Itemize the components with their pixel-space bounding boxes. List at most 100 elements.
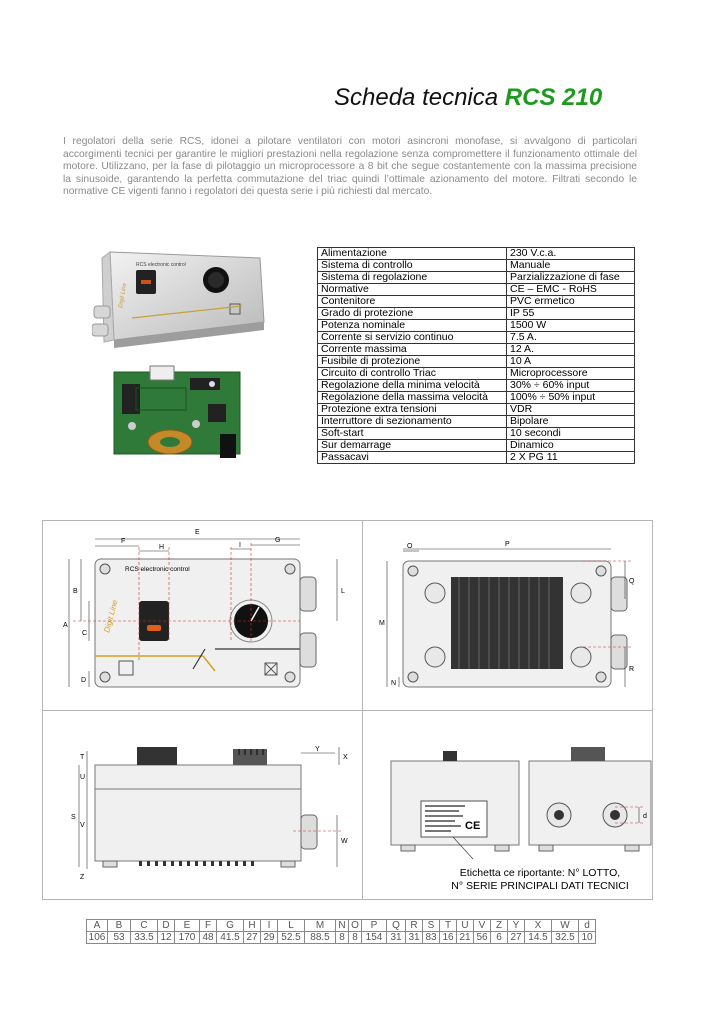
- side-view-drawing: S T U V Z Y X W: [71, 746, 348, 881]
- front-brand-text: RCS electronic control: [125, 566, 190, 573]
- dimension-value-cell: 16: [439, 931, 457, 944]
- spec-label: Regolazione della minima velocità: [317, 379, 507, 392]
- ce-label-note-line2: N° SERIE PRINCIPALI DATI TECNICI: [451, 880, 629, 892]
- spec-label: Grado di protezione: [317, 307, 507, 320]
- spec-value: 2 X PG 11: [506, 451, 635, 464]
- dimension-value-cell: 14.5: [524, 931, 552, 944]
- spec-value: Microprocessore: [506, 367, 635, 380]
- spec-label: Protezione extra tensioni: [317, 403, 507, 416]
- dimension-value-cell: 48: [199, 931, 217, 944]
- dim-d-label: d: [643, 813, 647, 820]
- dim-S-label: S: [71, 814, 76, 821]
- dimension-header-cell: C: [130, 919, 158, 932]
- spec-value: 1500 W: [506, 319, 635, 332]
- dimension-header-cell: Q: [386, 919, 406, 932]
- spec-label: Soft-start: [317, 427, 507, 440]
- dimension-value-cell: 106: [86, 931, 108, 944]
- dimension-value-cell: 6: [490, 931, 508, 944]
- spec-value: 12 A.: [506, 343, 635, 356]
- intro-paragraph: I regolatori della serie RCS, idonei a p…: [63, 136, 637, 198]
- dimension-value-cell: 29: [260, 931, 278, 944]
- dimension-value-cell: 33.5: [130, 931, 158, 944]
- dim-B-label: B: [73, 588, 78, 595]
- dimension-value-cell: 56: [473, 931, 491, 944]
- spec-value: PVC ermetico: [506, 295, 635, 308]
- dimension-header-cell: W: [551, 919, 579, 932]
- dim-Q-label: Q: [629, 578, 635, 585]
- dimension-header-cell: S: [422, 919, 440, 932]
- spec-value: 10 A: [506, 355, 635, 368]
- spec-label: Potenza nominale: [317, 319, 507, 332]
- spec-value: 10 secondi: [506, 427, 635, 440]
- dim-V-label: V: [80, 822, 85, 829]
- spec-value: Dinamico: [506, 439, 635, 452]
- spec-label: Regolazione della massima velocità: [317, 391, 507, 404]
- dimension-header-cell: X: [524, 919, 552, 932]
- dimension-header-cell: N: [335, 919, 349, 932]
- dim-Z-label: Z: [80, 874, 85, 881]
- dim-L-label: L: [341, 588, 345, 595]
- dimension-header-cell: Z: [490, 919, 508, 932]
- dimension-header-cell: H: [243, 919, 261, 932]
- dim-P-label: P: [505, 541, 510, 548]
- spec-value: CE – EMC - RoHS: [506, 283, 635, 296]
- spec-label: Interruttore di sezionamento: [317, 415, 507, 428]
- dim-Y-label: Y: [315, 746, 320, 753]
- dimension-value-cell: 8: [335, 931, 349, 944]
- dimension-value-cell: 31: [405, 931, 423, 944]
- dimension-header-cell: G: [216, 919, 244, 932]
- dimension-header-cell: F: [199, 919, 217, 932]
- spec-value: 30% ÷ 60% input: [506, 379, 635, 392]
- dim-H-label: H: [159, 544, 164, 551]
- dim-N-label: N: [391, 680, 396, 687]
- dimension-header-cell: U: [456, 919, 474, 932]
- dimension-header-cell: B: [107, 919, 131, 932]
- dim-X-label: X: [343, 754, 348, 761]
- dimension-value-cell: 32.5: [551, 931, 579, 944]
- spec-value: IP 55: [506, 307, 635, 320]
- spec-label: Sur demarrage: [317, 439, 507, 452]
- ce-label-note: Etichetta ce riportante: N° LOTTO, N° SE…: [430, 867, 650, 893]
- dimension-header-cell: M: [304, 919, 336, 932]
- dim-R-label: R: [629, 666, 634, 673]
- spec-label: Contenitore: [317, 295, 507, 308]
- dimension-header-cell: T: [439, 919, 457, 932]
- dim-G-label: G: [275, 537, 280, 544]
- dim-A-label: A: [63, 622, 68, 629]
- dimension-value-cell: 83: [422, 931, 440, 944]
- dimension-value-cell: 8: [348, 931, 362, 944]
- dimension-value-cell: 53: [107, 931, 131, 944]
- grid-divider-horizontal: [43, 710, 652, 711]
- spec-value: VDR: [506, 403, 635, 416]
- dimension-header-cell: Y: [507, 919, 525, 932]
- dim-C-label: C: [82, 630, 87, 637]
- dim-U-label: U: [80, 774, 85, 781]
- dim-W-label: W: [341, 838, 348, 845]
- spec-label: Corrente massima: [317, 343, 507, 356]
- page-title: Scheda tecnica RCS 210: [334, 84, 602, 112]
- dimension-header-cell: E: [174, 919, 200, 932]
- dimension-value-cell: 12: [157, 931, 175, 944]
- dim-M-label: M: [379, 620, 385, 627]
- dimension-header-cell: V: [473, 919, 491, 932]
- dimension-header-cell: O: [348, 919, 362, 932]
- dimension-value-cell: 52.5: [277, 931, 305, 944]
- dim-I-label: I: [239, 542, 241, 549]
- back-view-drawing: P O Q R M N: [379, 541, 635, 688]
- enclosure-logo-text: Digit Line: [118, 282, 128, 308]
